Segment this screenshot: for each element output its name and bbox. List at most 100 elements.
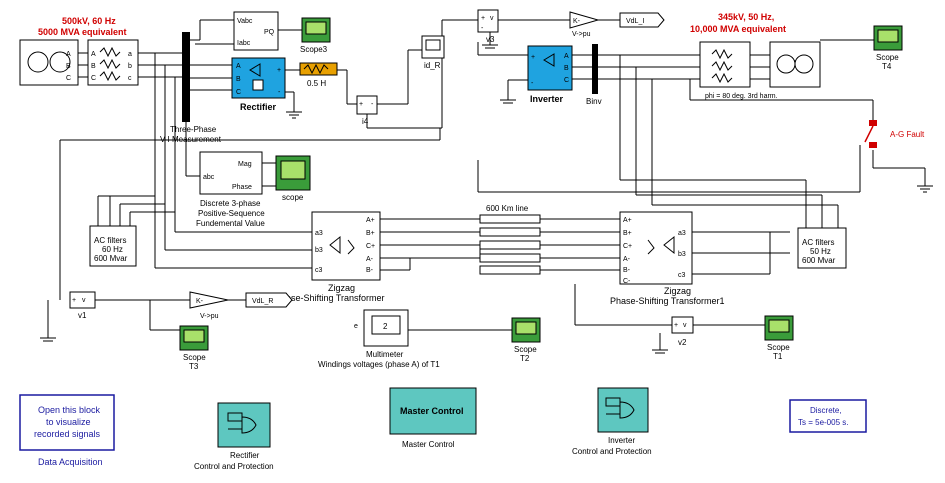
- ps-mag: Mag: [238, 161, 252, 168]
- svg-text:B+: B+: [366, 230, 375, 237]
- left-source-block[interactable]: A B C: [19, 39, 79, 86]
- vdl-i-label: VdL_I: [626, 18, 644, 25]
- gain-bottom-label: K-: [196, 298, 204, 305]
- acf-right-3: 600 Mvar: [802, 256, 836, 265]
- svg-text:c: c: [128, 75, 132, 82]
- svg-text:b3: b3: [315, 247, 323, 254]
- inv-ctrl-label-2: Control and Protection: [572, 447, 652, 456]
- scope-t4-label-1: Scope: [876, 53, 899, 62]
- ground-v3: [482, 44, 498, 49]
- svg-text:A: A: [236, 63, 241, 70]
- ac-filter-right[interactable]: [797, 227, 847, 269]
- v2-voltage-meter[interactable]: + v: [671, 316, 694, 334]
- idR-scope[interactable]: [421, 35, 445, 59]
- ps-label-1: Discrete 3-phase: [200, 199, 261, 208]
- right-source-title-2: 10,000 MVA equivalent: [690, 24, 786, 34]
- svg-text:b: b: [128, 63, 132, 70]
- inductor-value: 0.5 H: [307, 79, 326, 88]
- master-label: Master Control: [402, 440, 455, 449]
- svg-text:B: B: [564, 65, 569, 72]
- right-rlc-block[interactable]: [699, 41, 751, 88]
- data-acq-line-3: recorded signals: [34, 429, 101, 439]
- ground-rect: [286, 111, 302, 119]
- data-acq-line-1: Open this block: [38, 405, 101, 415]
- acf-right-1: AC filters: [802, 238, 834, 247]
- left-rlc-block[interactable]: A B C a b c: [87, 39, 139, 86]
- scope-t1-block[interactable]: [764, 315, 794, 341]
- right-source-block[interactable]: [769, 41, 821, 88]
- scope3-label: Scope3: [300, 45, 328, 54]
- vpu-top-label: V->pu: [572, 31, 591, 38]
- svg-text:v: v: [490, 15, 494, 22]
- acf-left-3: 600 Mvar: [94, 254, 128, 263]
- fault-breaker[interactable]: [864, 120, 877, 148]
- master-control-block[interactable]: [389, 387, 477, 435]
- svg-text:A+: A+: [366, 217, 375, 224]
- vi-measurement-block[interactable]: [182, 32, 190, 122]
- acf-right-2: 50 Hz: [810, 247, 831, 256]
- data-acquisition-button[interactable]: [19, 394, 115, 451]
- svg-text:-: -: [278, 89, 281, 96]
- vabc-iabc-block[interactable]: Vabc Iabc PQ: [233, 11, 279, 51]
- data-acq-label: Data Acquisition: [38, 457, 103, 467]
- multimeter-block[interactable]: [363, 309, 409, 347]
- left-source-title-2: 5000 MVA equivalent: [38, 27, 127, 37]
- gain-top-label: K-: [573, 18, 581, 25]
- svg-text:A: A: [564, 53, 569, 60]
- vdl-r-label: VdL_R: [252, 298, 273, 305]
- smoothing-inductor[interactable]: [299, 62, 338, 76]
- ps-label-3: Fundemental Value: [196, 219, 265, 228]
- i4-plus: +: [359, 101, 363, 108]
- data-acq-line-2: to visualize: [46, 417, 91, 427]
- scope3-block[interactable]: [301, 17, 331, 43]
- scope-t4-block[interactable]: [873, 25, 903, 51]
- gain-top[interactable]: [569, 11, 600, 29]
- binv-block[interactable]: [592, 44, 598, 94]
- svg-text:A+: A+: [623, 217, 632, 224]
- transmission-line[interactable]: [479, 214, 541, 275]
- svg-text:a: a: [128, 51, 132, 58]
- inverter-label: Inverter: [530, 94, 564, 104]
- rect-ctrl-label-1: Rectifier: [230, 451, 260, 460]
- v3-voltage-meter[interactable]: + v -: [477, 9, 499, 33]
- v1-voltage-meter[interactable]: + v: [69, 291, 96, 309]
- scope-t3-block[interactable]: [179, 325, 209, 351]
- positive-sequence-block[interactable]: abc Mag Phase: [199, 151, 263, 195]
- inverter-control-block[interactable]: [597, 387, 649, 433]
- rectifier-control-block[interactable]: [217, 402, 271, 448]
- svg-text:C-: C-: [623, 278, 631, 285]
- svg-text:v: v: [82, 297, 86, 304]
- inverter-block[interactable]: + - A B C: [527, 45, 573, 91]
- multimeter-e: e: [354, 323, 358, 330]
- rectifier-label: Rectifier: [240, 102, 277, 112]
- rectifier-block[interactable]: A B C + -: [231, 57, 286, 99]
- svg-text:-: -: [481, 25, 484, 32]
- ps-scope-label: scope: [282, 193, 304, 202]
- right-source-title-1: 345kV, 50 Hz,: [718, 12, 774, 22]
- master-block-text: Master Control: [400, 406, 464, 416]
- zz-right-label-1: Zigzag: [664, 286, 691, 296]
- i4-current-meter[interactable]: + -: [356, 95, 378, 115]
- i4-minus: -: [371, 101, 374, 108]
- ps-scope-block[interactable]: [275, 155, 311, 191]
- scope-t4-label-2: T4: [882, 62, 892, 71]
- zigzag-transformer-left[interactable]: a3 b3 c3 A+ B+ C+ A- B-: [311, 211, 381, 281]
- scope-t1-label-1: Scope: [767, 343, 790, 352]
- svg-text:B: B: [91, 63, 96, 70]
- ac-filter-left[interactable]: [89, 225, 137, 267]
- svg-text:C+: C+: [623, 243, 632, 250]
- scope-t2-block[interactable]: [511, 317, 541, 343]
- svg-text:v: v: [683, 322, 687, 329]
- svg-text:C: C: [66, 75, 71, 82]
- discrete-solver-block[interactable]: [789, 399, 867, 433]
- gain-bottom[interactable]: [189, 291, 229, 309]
- fault-label: A-G Fault: [890, 130, 925, 139]
- ground-v2: [652, 349, 668, 354]
- svg-text:+: +: [674, 322, 678, 329]
- svg-text:+: +: [277, 67, 281, 74]
- vdl-r-tag[interactable]: [245, 292, 293, 308]
- vdl-i-tag[interactable]: [619, 12, 665, 28]
- iabc-port: Iabc: [237, 40, 251, 47]
- zigzag-transformer-right[interactable]: A+ B+ C+ A- B- C- a3 b3 c3: [619, 211, 693, 285]
